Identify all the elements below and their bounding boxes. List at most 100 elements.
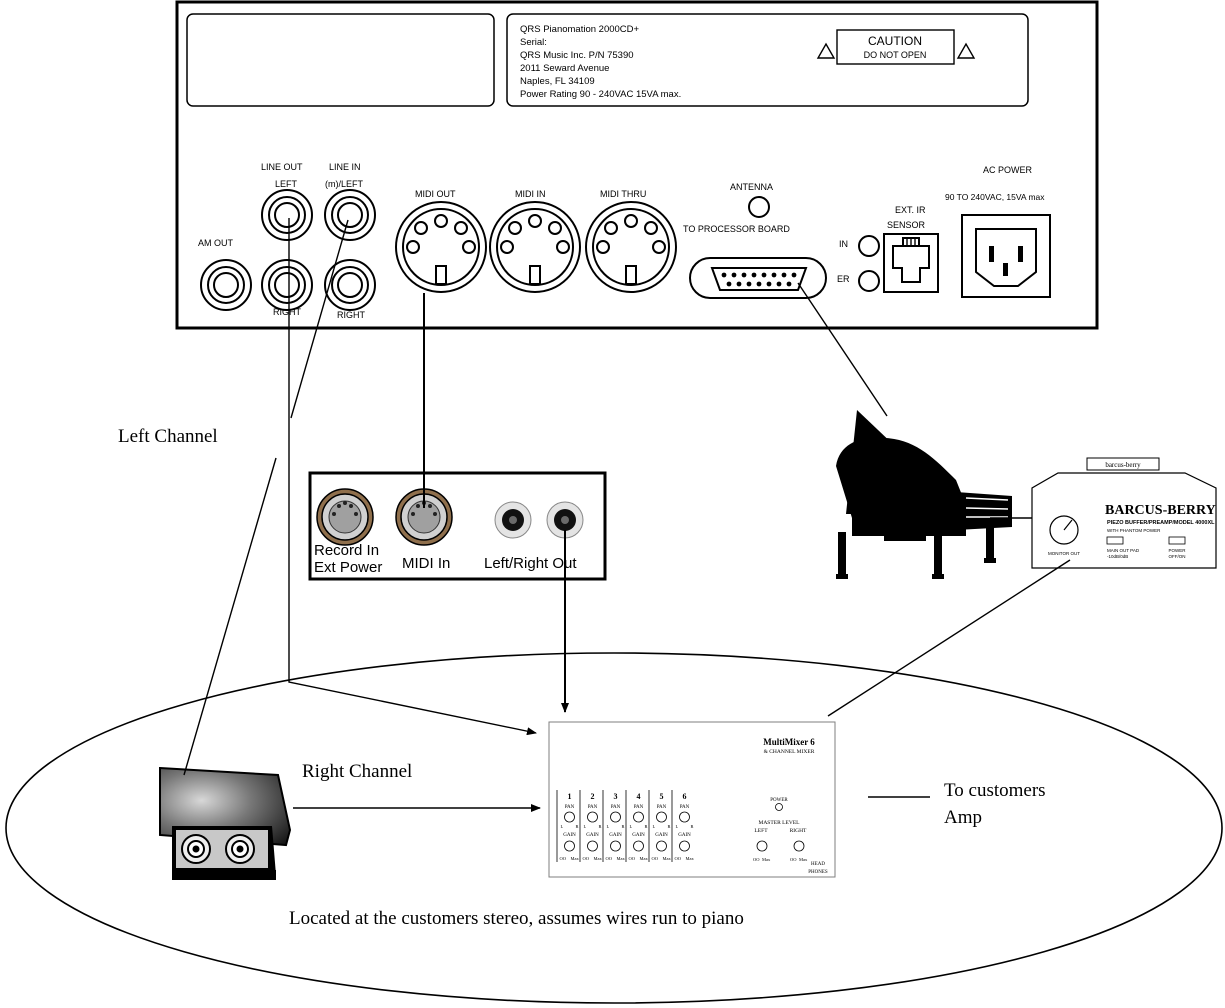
warning-triangle-icon <box>956 42 976 59</box>
pan-knob <box>633 811 644 823</box>
preamp-model: PIEZO BUFFER/PREAMP/MODEL 4000XL <box>1107 520 1215 526</box>
grand-piano-icon <box>836 410 1012 579</box>
pan-right-label: R <box>576 824 579 829</box>
ir-in-jack <box>858 235 880 257</box>
master-left-knob <box>756 840 768 852</box>
right-label: RIGHT <box>337 310 366 320</box>
gain-label: GAIN <box>609 833 622 838</box>
ac-power-label: AC POWER <box>983 165 1033 175</box>
gain-min-label: OO <box>606 856 613 861</box>
caution-title: CAUTION <box>868 34 922 48</box>
pan-label: PAN <box>657 805 667 810</box>
pan-right-label: R <box>599 824 602 829</box>
record-in-label: Record In <box>314 542 379 559</box>
channel-number: 1 <box>568 792 572 801</box>
line-in-to-left-channel-wire <box>290 219 349 419</box>
pan-label: PAN <box>588 805 598 810</box>
midi-in-connector <box>489 201 581 293</box>
gain-max-label: Max <box>686 856 695 861</box>
right-channel-label: Right Channel <box>302 761 412 782</box>
line-in-label: LINE IN <box>329 162 361 172</box>
line-in-right-jack <box>324 259 376 311</box>
gain-knob <box>564 840 575 852</box>
gain-label: GAIN <box>563 833 576 838</box>
mixer-title: MultiMixer 6 <box>763 737 815 747</box>
nameplate-line-3: QRS Music Inc. P/N 75390 <box>520 50 634 61</box>
nameplate-line-1: QRS Pianomation 2000CD+ <box>520 24 640 35</box>
amp-label: Amp <box>944 807 982 828</box>
pan-knob <box>610 811 621 823</box>
ir-er-jack <box>858 270 880 292</box>
channel-number: 3 <box>614 792 618 801</box>
line-out-left-jack <box>261 189 313 241</box>
master-level-label: MASTER LEVEL <box>758 820 800 826</box>
gain-max-label: Max <box>594 856 603 861</box>
master-left-label: LEFT <box>754 828 768 834</box>
line-out-label: LINE OUT <box>261 162 303 172</box>
master-right-label: RIGHT <box>790 828 807 834</box>
channel-number: 5 <box>660 792 664 801</box>
right-out-jack <box>546 501 584 539</box>
ir-in-label: IN <box>839 239 848 249</box>
gain-knob <box>633 840 644 852</box>
main-out-pad-label: MAIN OUT PAD <box>1107 548 1140 553</box>
pan-right-label: R <box>691 824 694 829</box>
midi-out-connector <box>395 201 487 293</box>
processor-to-piano-wire <box>797 282 888 417</box>
headphones-label-phones: PHONES <box>808 870 828 875</box>
mono-left-label: (m)/LEFT <box>325 179 363 189</box>
pan-label: PAN <box>611 805 621 810</box>
midi-thru-connector <box>585 201 677 293</box>
ext-power-label: Ext Power <box>314 559 382 576</box>
pan-knob <box>564 811 575 823</box>
preamp-power-label: POWER <box>1168 548 1186 553</box>
gain-min-label: OO <box>583 856 590 861</box>
gain-label: GAIN <box>632 833 645 838</box>
pan-left-label: L <box>630 824 633 829</box>
ac-power-socket <box>961 214 1051 298</box>
gain-knob <box>656 840 667 852</box>
channel-number: 4 <box>637 792 641 801</box>
ext-ir-label: EXT. IR <box>895 205 926 215</box>
midi-in-label: MIDI In <box>402 555 450 572</box>
gain-max-label: Max <box>617 856 626 861</box>
rca-right-jack <box>225 834 255 864</box>
gain-label: GAIN <box>655 833 668 838</box>
preamp-brand: BARCUS-BERRY <box>1105 503 1216 518</box>
customer-stereo-area <box>5 652 1223 1004</box>
antenna-jack <box>748 196 770 218</box>
midi-thru-label: MIDI THRU <box>600 189 646 199</box>
pan-left-label: L <box>653 824 656 829</box>
master-right-max: Max <box>799 857 808 862</box>
pan-left-label: L <box>676 824 679 829</box>
nameplate-line-2: Serial: <box>520 37 547 48</box>
line-out-right-jack <box>261 259 313 311</box>
caution-box <box>836 29 955 65</box>
midi-in-connector <box>395 488 453 546</box>
preamp-tab-label: barcus-berry <box>1105 461 1141 469</box>
pan-right-label: R <box>622 824 625 829</box>
aux-out-jack <box>200 259 252 311</box>
nameplate-line-6: Power Rating 90 - 240VAC 15VA max. <box>520 89 681 100</box>
to-customers-label: To customers <box>944 780 1046 801</box>
left-label: LEFT <box>275 179 298 189</box>
pan-left-label: L <box>607 824 610 829</box>
gain-knob <box>679 840 690 852</box>
master-right-knob <box>793 840 805 852</box>
ext-ir-sensor-socket <box>883 233 939 293</box>
rear-panel: QRS Pianomation 2000CD+ Serial: QRS Musi… <box>175 0 1099 330</box>
location-note: Located at the customers stereo, assumes… <box>289 908 744 929</box>
antenna-label: ANTENNA <box>730 182 773 192</box>
pan-knob <box>656 811 667 823</box>
left-out-jack <box>494 501 532 539</box>
gain-max-label: Max <box>640 856 649 861</box>
channel-number: 2 <box>591 792 595 801</box>
preamp-off-on-label: OFF/ON <box>1169 554 1186 559</box>
power-switch <box>1168 536 1186 545</box>
gain-min-label: OO <box>629 856 636 861</box>
right-label: RIGHT <box>273 307 302 317</box>
gain-max-label: Max <box>663 856 672 861</box>
line-out-to-mixer-wire <box>288 218 537 736</box>
nameplate <box>506 13 1029 107</box>
